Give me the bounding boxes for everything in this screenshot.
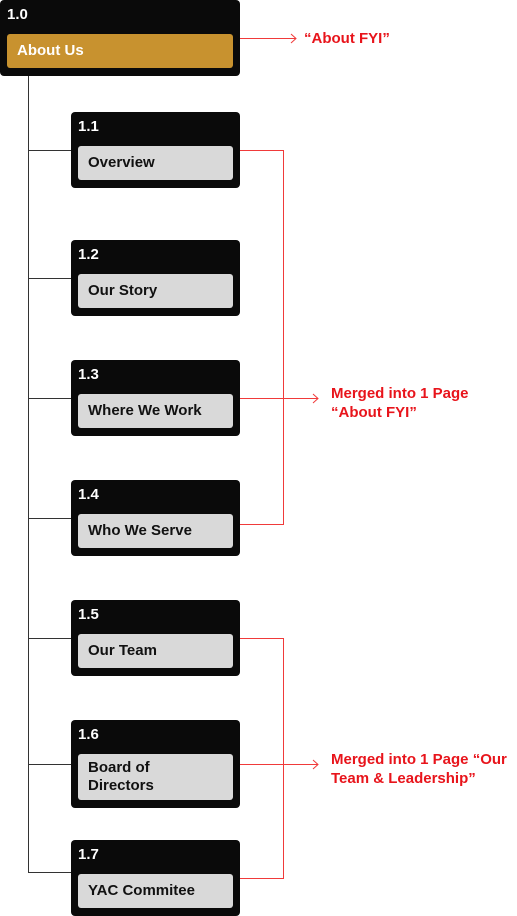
node-1-2: 1.2 Our Story <box>71 240 240 316</box>
tree-trunk <box>28 76 29 873</box>
connector-1-1 <box>28 150 71 151</box>
bracket-vertical-group1 <box>283 150 284 525</box>
node-label-who-we-serve[interactable]: Who We Serve <box>78 514 233 548</box>
node-1-0: 1.0 About Us <box>0 0 240 76</box>
connector-1-3 <box>28 398 71 399</box>
node-1-5: 1.5 Our Team <box>71 600 240 676</box>
node-number: 1.5 <box>78 606 99 623</box>
bracket-top-1-1 <box>240 150 284 151</box>
node-number: 1.2 <box>78 246 99 263</box>
annotation-group1: Merged into 1 Page “About FYI” <box>331 385 469 421</box>
node-label-overview[interactable]: Overview <box>78 146 233 180</box>
node-number: 1.7 <box>78 846 99 863</box>
connector-1-5 <box>28 638 71 639</box>
connector-1-6 <box>28 764 71 765</box>
node-1-3: 1.3 Where We Work <box>71 360 240 436</box>
connector-1-4 <box>28 518 71 519</box>
node-label-our-team[interactable]: Our Team <box>78 634 233 668</box>
node-1-4: 1.4 Who We Serve <box>71 480 240 556</box>
node-label-board-of-directors[interactable]: Board of Directors <box>78 754 233 800</box>
bracket-vertical-group2 <box>283 638 284 879</box>
bracket-top-1-5 <box>240 638 284 639</box>
node-label-yac-commitee[interactable]: YAC Commitee <box>78 874 233 908</box>
arrow-1-6-head <box>312 759 319 770</box>
node-number: 1.6 <box>78 726 99 743</box>
node-number: 1.3 <box>78 366 99 383</box>
node-label-about-us[interactable]: About Us <box>7 34 233 68</box>
node-number: 1.4 <box>78 486 99 503</box>
node-label-where-we-work[interactable]: Where We Work <box>78 394 233 428</box>
connector-1-2 <box>28 278 71 279</box>
node-1-1: 1.1 Overview <box>71 112 240 188</box>
node-label-our-story[interactable]: Our Story <box>78 274 233 308</box>
node-1-6: 1.6 Board of Directors <box>71 720 240 808</box>
node-number: 1.0 <box>7 6 28 23</box>
bracket-bottom-1-7 <box>240 878 284 879</box>
arrow-1-3-head <box>312 393 319 404</box>
connector-1-7 <box>28 872 71 873</box>
node-1-7: 1.7 YAC Commitee <box>71 840 240 916</box>
node-number: 1.1 <box>78 118 99 135</box>
annotation-root: “About FYI” <box>304 30 390 47</box>
annotation-group2: Merged into 1 Page “Our Team & Leadershi… <box>331 751 507 787</box>
arrow-root-head <box>290 33 297 44</box>
bracket-bottom-1-4 <box>240 524 284 525</box>
